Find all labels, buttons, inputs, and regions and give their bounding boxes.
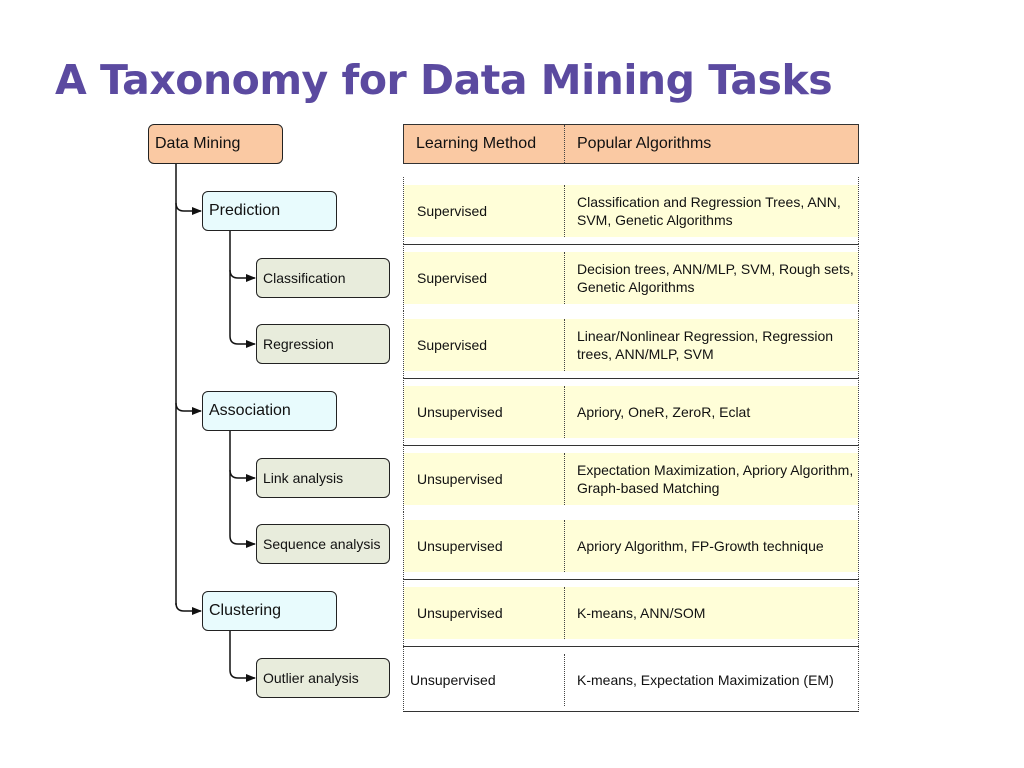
row-divider bbox=[403, 579, 859, 580]
header-popular-algorithms: Popular Algorithms bbox=[564, 125, 858, 163]
connector-outlier-analysis bbox=[229, 669, 256, 682]
cell-method: Supervised bbox=[417, 337, 488, 353]
node-sequence-analysis: Sequence analysis bbox=[256, 524, 390, 564]
node-outlier-analysis: Outlier analysis bbox=[256, 658, 390, 698]
connector-prediction bbox=[175, 202, 202, 215]
node-association: Association bbox=[202, 391, 337, 431]
node-link-analysis: Link analysis bbox=[256, 458, 390, 498]
header-learning-method: Learning Method bbox=[416, 135, 537, 152]
node-clustering: Clustering bbox=[202, 591, 337, 631]
row-divider bbox=[403, 378, 859, 379]
cell-algorithms: K-means, Expectation Maximization (EM) bbox=[564, 654, 858, 706]
row-divider bbox=[403, 646, 859, 647]
node-prediction: Prediction bbox=[202, 191, 337, 231]
connector-link-analysis bbox=[229, 469, 256, 482]
cell-algorithms: Decision trees, ANN/MLP, SVM, Rough sets… bbox=[564, 252, 858, 304]
connector-classification bbox=[229, 269, 256, 282]
table-row: Unsupervised Expectation Maximization, Ap… bbox=[403, 445, 859, 512]
cell-algorithms: Classification and Regression Trees, ANN… bbox=[564, 185, 858, 237]
node-regression: Regression bbox=[256, 324, 390, 364]
cell-algorithms: Expectation Maximization, Apriory Algori… bbox=[564, 453, 858, 505]
table-row: Unsupervised K-means, ANN/SOM bbox=[403, 579, 859, 646]
table-bottom-border bbox=[403, 711, 859, 712]
cell-method: Supervised bbox=[417, 270, 488, 286]
table-body: Supervised Classification and Regression … bbox=[403, 177, 859, 712]
table-row: Unsupervised K-means, Expectation Maximiz… bbox=[403, 646, 859, 712]
cell-algorithms: K-means, ANN/SOM bbox=[564, 587, 858, 639]
table-row: Supervised Classification and Regression … bbox=[403, 177, 859, 244]
table-row: Supervised Decision trees, ANN/MLP, SVM, … bbox=[403, 244, 859, 311]
table-row: Unsupervised Apriory, OneR, ZeroR, Eclat bbox=[403, 378, 859, 445]
page-title: A Taxonomy for Data Mining Tasks bbox=[55, 56, 833, 104]
cell-algorithms: Apriory Algorithm, FP-Growth technique bbox=[564, 520, 858, 572]
table-row: Supervised Linear/Nonlinear Regression, R… bbox=[403, 311, 859, 378]
connector-sequence-analysis bbox=[229, 535, 256, 548]
table-header: Learning Method Popular Algorithms bbox=[403, 124, 859, 164]
row-divider bbox=[403, 244, 859, 245]
table-row: Unsupervised Apriory Algorithm, FP-Growth… bbox=[403, 512, 859, 579]
algorithms-table: Learning Method Popular Algorithms bbox=[403, 124, 859, 164]
row-divider bbox=[403, 445, 859, 446]
node-classification: Classification bbox=[256, 258, 390, 298]
node-data-mining: Data Mining bbox=[148, 124, 283, 164]
connector-clustering bbox=[175, 602, 202, 615]
connector-association bbox=[175, 402, 202, 415]
cell-method: Unsupervised bbox=[417, 404, 503, 420]
cell-method: Supervised bbox=[417, 203, 488, 219]
connector-regression bbox=[229, 335, 256, 348]
cell-algorithms: Linear/Nonlinear Regression, Regression … bbox=[564, 319, 858, 371]
cell-algorithms: Apriory, OneR, ZeroR, Eclat bbox=[564, 386, 858, 438]
cell-method: Unsupervised bbox=[417, 605, 503, 621]
cell-method: Unsupervised bbox=[410, 672, 496, 688]
cell-method: Unsupervised bbox=[417, 471, 503, 487]
cell-method: Unsupervised bbox=[417, 538, 503, 554]
